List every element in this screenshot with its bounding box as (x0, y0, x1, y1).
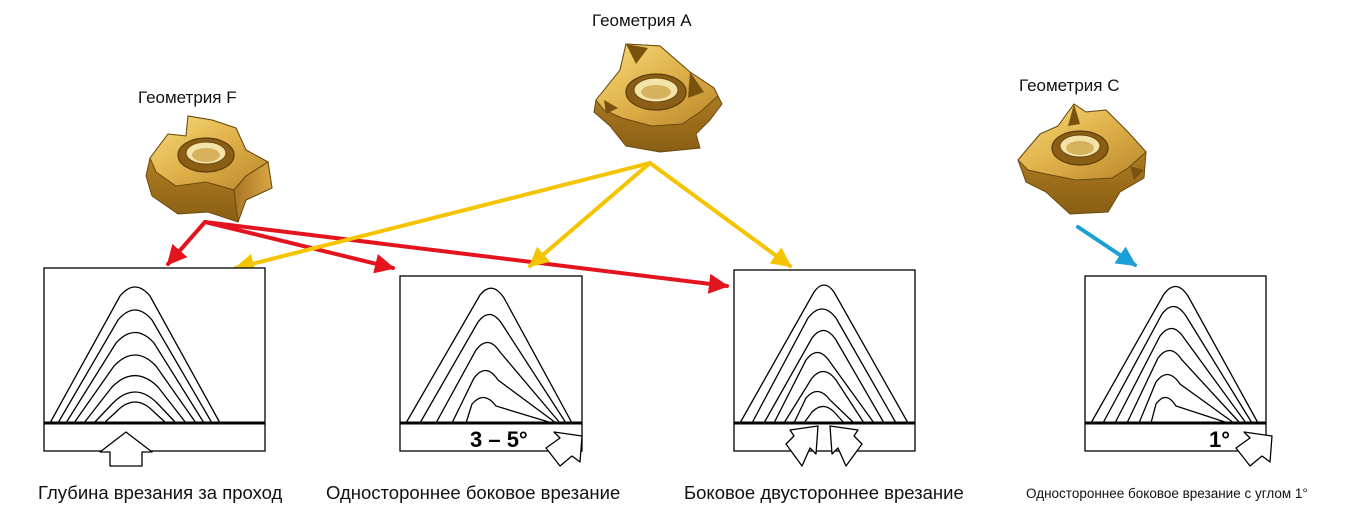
panel-modified-flank-infeed (1084, 275, 1273, 467)
geometry-c-arrows (1076, 225, 1137, 267)
arrow-f-to-flank (203, 220, 395, 274)
radial-infeed-direction-icon (99, 431, 153, 467)
alternating-infeed-right-icon (829, 425, 863, 467)
flank-infeed-angle-label: 3 – 5° (470, 427, 528, 452)
panel-radial-infeed (43, 267, 266, 467)
caption-alternating-infeed: Боковое двустороннее врезание (684, 482, 964, 503)
geometry-a-label: Геометрия A (592, 11, 692, 30)
geometry-f-arrows (166, 220, 729, 294)
arrow-f-to-alternating (203, 220, 729, 294)
panel-alternating-infeed (733, 269, 916, 467)
geometry-f-label: Геометрия F (138, 88, 237, 107)
insert-geometry-f-image (145, 115, 273, 223)
arrow-a-to-alternating (648, 161, 792, 268)
caption-modified-flank-infeed: Одностороннее боковое врезание с углом 1… (1026, 486, 1308, 501)
arrow-a-to-radial (234, 161, 652, 274)
alternating-infeed-left-icon (785, 425, 819, 467)
arrow-f-to-radial (166, 220, 207, 266)
panel-flank-infeed (399, 275, 583, 467)
caption-flank-infeed: Одностороннее боковое врезание (326, 482, 621, 503)
arrow-a-to-flank (528, 161, 652, 268)
insert-geometry-a-image (593, 43, 723, 153)
modified-flank-infeed-direction-icon (1235, 431, 1273, 467)
geometry-c-label: Геометрия C (1019, 76, 1120, 95)
geometry-a-arrows (234, 161, 792, 274)
caption-radial-infeed: Глубина врезания за проход (38, 482, 283, 503)
arrow-c-to-modified-flank (1076, 225, 1137, 267)
flank-infeed-direction-icon (545, 431, 583, 467)
modified-flank-angle-label: 1° (1209, 427, 1231, 452)
insert-geometry-c-image (1017, 103, 1147, 215)
